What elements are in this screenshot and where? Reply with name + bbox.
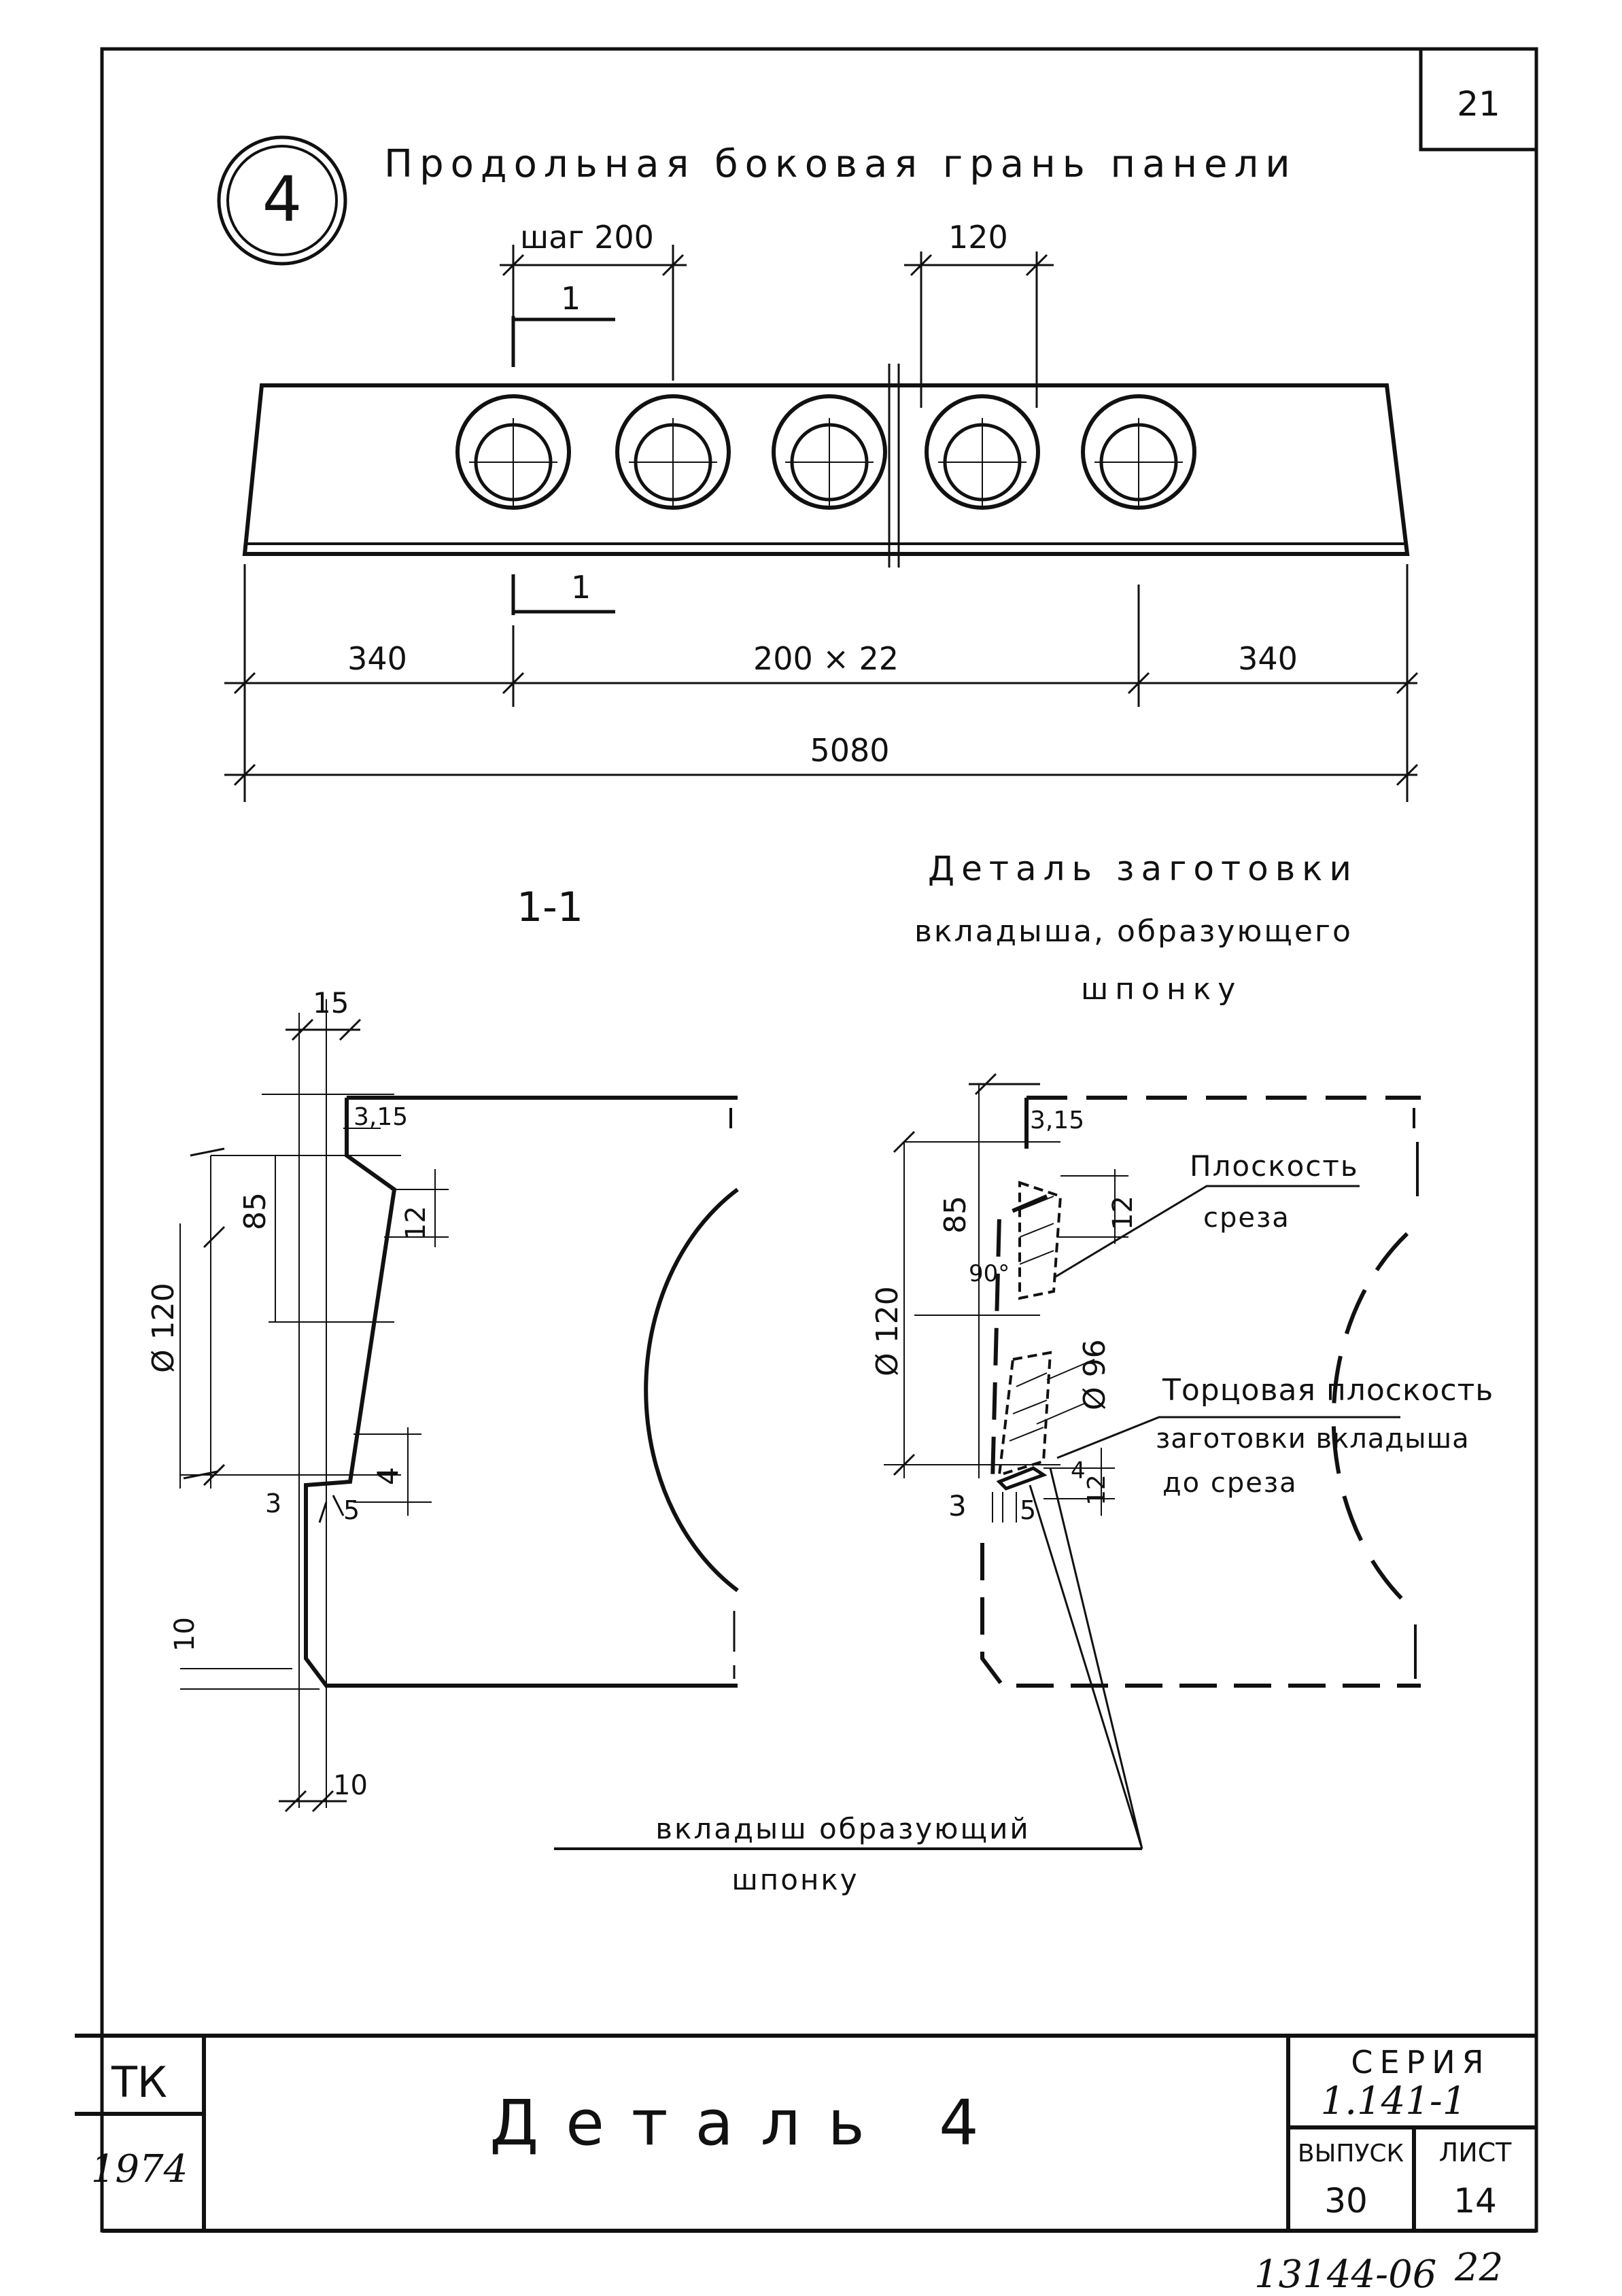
dim-middle: 200 × 22 <box>753 640 899 677</box>
section-1-1-profile <box>179 999 739 1813</box>
dim-10-left: 10 <box>169 1617 201 1652</box>
detail-marker-number: 4 <box>262 163 303 236</box>
sheet-value: 14 <box>1453 2181 1497 2221</box>
label-end-line-3: до среза <box>1162 1467 1298 1499</box>
issue-label: ВЫПУСК <box>1298 2140 1404 2168</box>
dim-total: 5080 <box>810 732 889 769</box>
blank-dim-12-top: 12 <box>1107 1196 1139 1230</box>
hole-dimension <box>904 251 1054 408</box>
dim-10-bottom: 10 <box>333 1770 368 1801</box>
drawing-title: Деталь 4 <box>489 2087 1005 2159</box>
dim-left: 340 <box>347 640 407 677</box>
section-mark-top-line <box>511 316 615 367</box>
blank-dim-3-15: 3,15 <box>1030 1107 1084 1134</box>
label-cut-line-1: Плоскость <box>1190 1149 1359 1183</box>
blank-dim-dia120: Ø 120 <box>870 1286 905 1376</box>
hole-1 <box>455 394 571 510</box>
org-code: ТК <box>111 2057 167 2107</box>
section-mark-bottom: 1 <box>571 569 591 606</box>
title-block-grid <box>75 2034 1536 2233</box>
archive-number: 13144-06 <box>1254 2252 1436 2296</box>
page-number-box <box>1419 49 1536 152</box>
panel-outline <box>242 383 1410 556</box>
hole-5 <box>1081 394 1196 510</box>
label-end-line-2: заготовки вкладыша <box>1156 1423 1470 1455</box>
year: 1974 <box>91 2147 188 2191</box>
detail-marker-outer <box>217 135 347 266</box>
blank-title-line-2: вкладыша, образующего <box>914 914 1353 949</box>
series-number: 1.141-1 <box>1321 2079 1467 2123</box>
blank-dim-85: 85 <box>938 1196 973 1234</box>
step-dimension <box>500 245 687 381</box>
dim-15: 15 <box>313 986 349 1020</box>
blank-detail-profile <box>884 1073 1421 1688</box>
series-label: СЕРИЯ <box>1351 2044 1490 2081</box>
blank-angle: 90° <box>969 1260 1010 1287</box>
leader-end-plane <box>1056 1416 1400 1459</box>
insert-hatch <box>997 1181 1063 1477</box>
blank-dim-dia96: Ø 96 <box>1077 1339 1112 1410</box>
section-mark-bottom-line <box>511 574 615 615</box>
archive-page: 22 <box>1454 2246 1503 2290</box>
callout-line-1: вкладыш образующий <box>655 1812 1030 1845</box>
hole-3 <box>772 394 887 510</box>
panel-break-line <box>888 364 900 568</box>
hole-4 <box>925 394 1040 510</box>
issue-value: 30 <box>1324 2181 1368 2221</box>
section-title: 1-1 <box>517 884 583 931</box>
label-cut-line-2: среза <box>1203 1202 1290 1234</box>
sheet-label: ЛИСТ <box>1439 2138 1513 2168</box>
label-end-line-1: Торцовая плоскость <box>1162 1373 1494 1408</box>
dim-85: 85 <box>238 1192 273 1230</box>
dim-dia120: Ø 120 <box>146 1283 181 1373</box>
step-label: шаг 200 <box>520 219 654 256</box>
blank-dim-12-bottom: 12 <box>1083 1474 1111 1506</box>
hole-dimension-label: 120 <box>948 219 1008 256</box>
sheet-title: Продольная боковая грань панели <box>384 142 1297 186</box>
dim-4: 4 <box>371 1467 404 1485</box>
section-mark-top: 1 <box>561 280 581 317</box>
callout-line-2: шпонку <box>731 1863 859 1896</box>
dim-5: 5 <box>343 1495 360 1525</box>
dim-right: 340 <box>1238 640 1298 677</box>
dim-12: 12 <box>400 1206 432 1240</box>
chain-dimension <box>224 564 1419 802</box>
hole-2 <box>615 394 731 510</box>
sheet-frame <box>100 47 1538 2233</box>
dim-3: 3 <box>265 1489 281 1518</box>
page-number: 21 <box>1457 84 1500 124</box>
blank-dim-4: 4 <box>1071 1457 1086 1484</box>
leader-cut-plane <box>1053 1185 1360 1279</box>
dim-3-15: 3,15 <box>353 1103 408 1131</box>
detail-marker-inner <box>226 145 338 256</box>
blank-title-line-1: Деталь заготовки <box>928 849 1358 888</box>
blank-dim-3: 3 <box>948 1489 967 1523</box>
blank-dim-5: 5 <box>1020 1495 1036 1525</box>
blank-title-line-3: шпонку <box>1081 972 1242 1007</box>
callout-leaders <box>1029 1467 1143 1849</box>
